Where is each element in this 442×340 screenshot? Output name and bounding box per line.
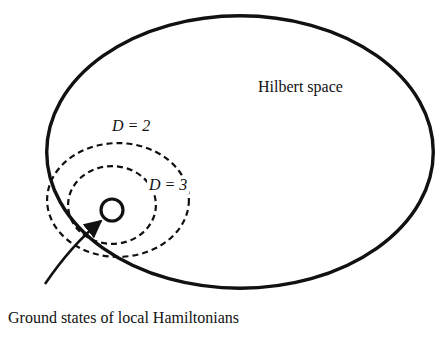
bond-dimension-region: D = 3 (67, 165, 157, 245)
pointer-arrow (45, 221, 101, 284)
region-label: Hilbert space (258, 78, 343, 96)
region-outline (67, 165, 157, 245)
hilbert-space-region: Hilbert spaceD = 2D = 3 (45, 14, 435, 290)
region-outline (68, 166, 156, 244)
region-outline (47, 16, 434, 289)
callout-label: Ground states of local Hamiltonians (8, 309, 239, 327)
bond-dimension-region: D = 2D = 3 (46, 142, 190, 258)
bond-dimension-label: D = 2 (112, 117, 150, 135)
bond-dimension-label: D = 3 (147, 176, 189, 194)
ground-state-set (101, 199, 123, 221)
region-outline (45, 14, 435, 290)
region-outline (47, 143, 189, 257)
